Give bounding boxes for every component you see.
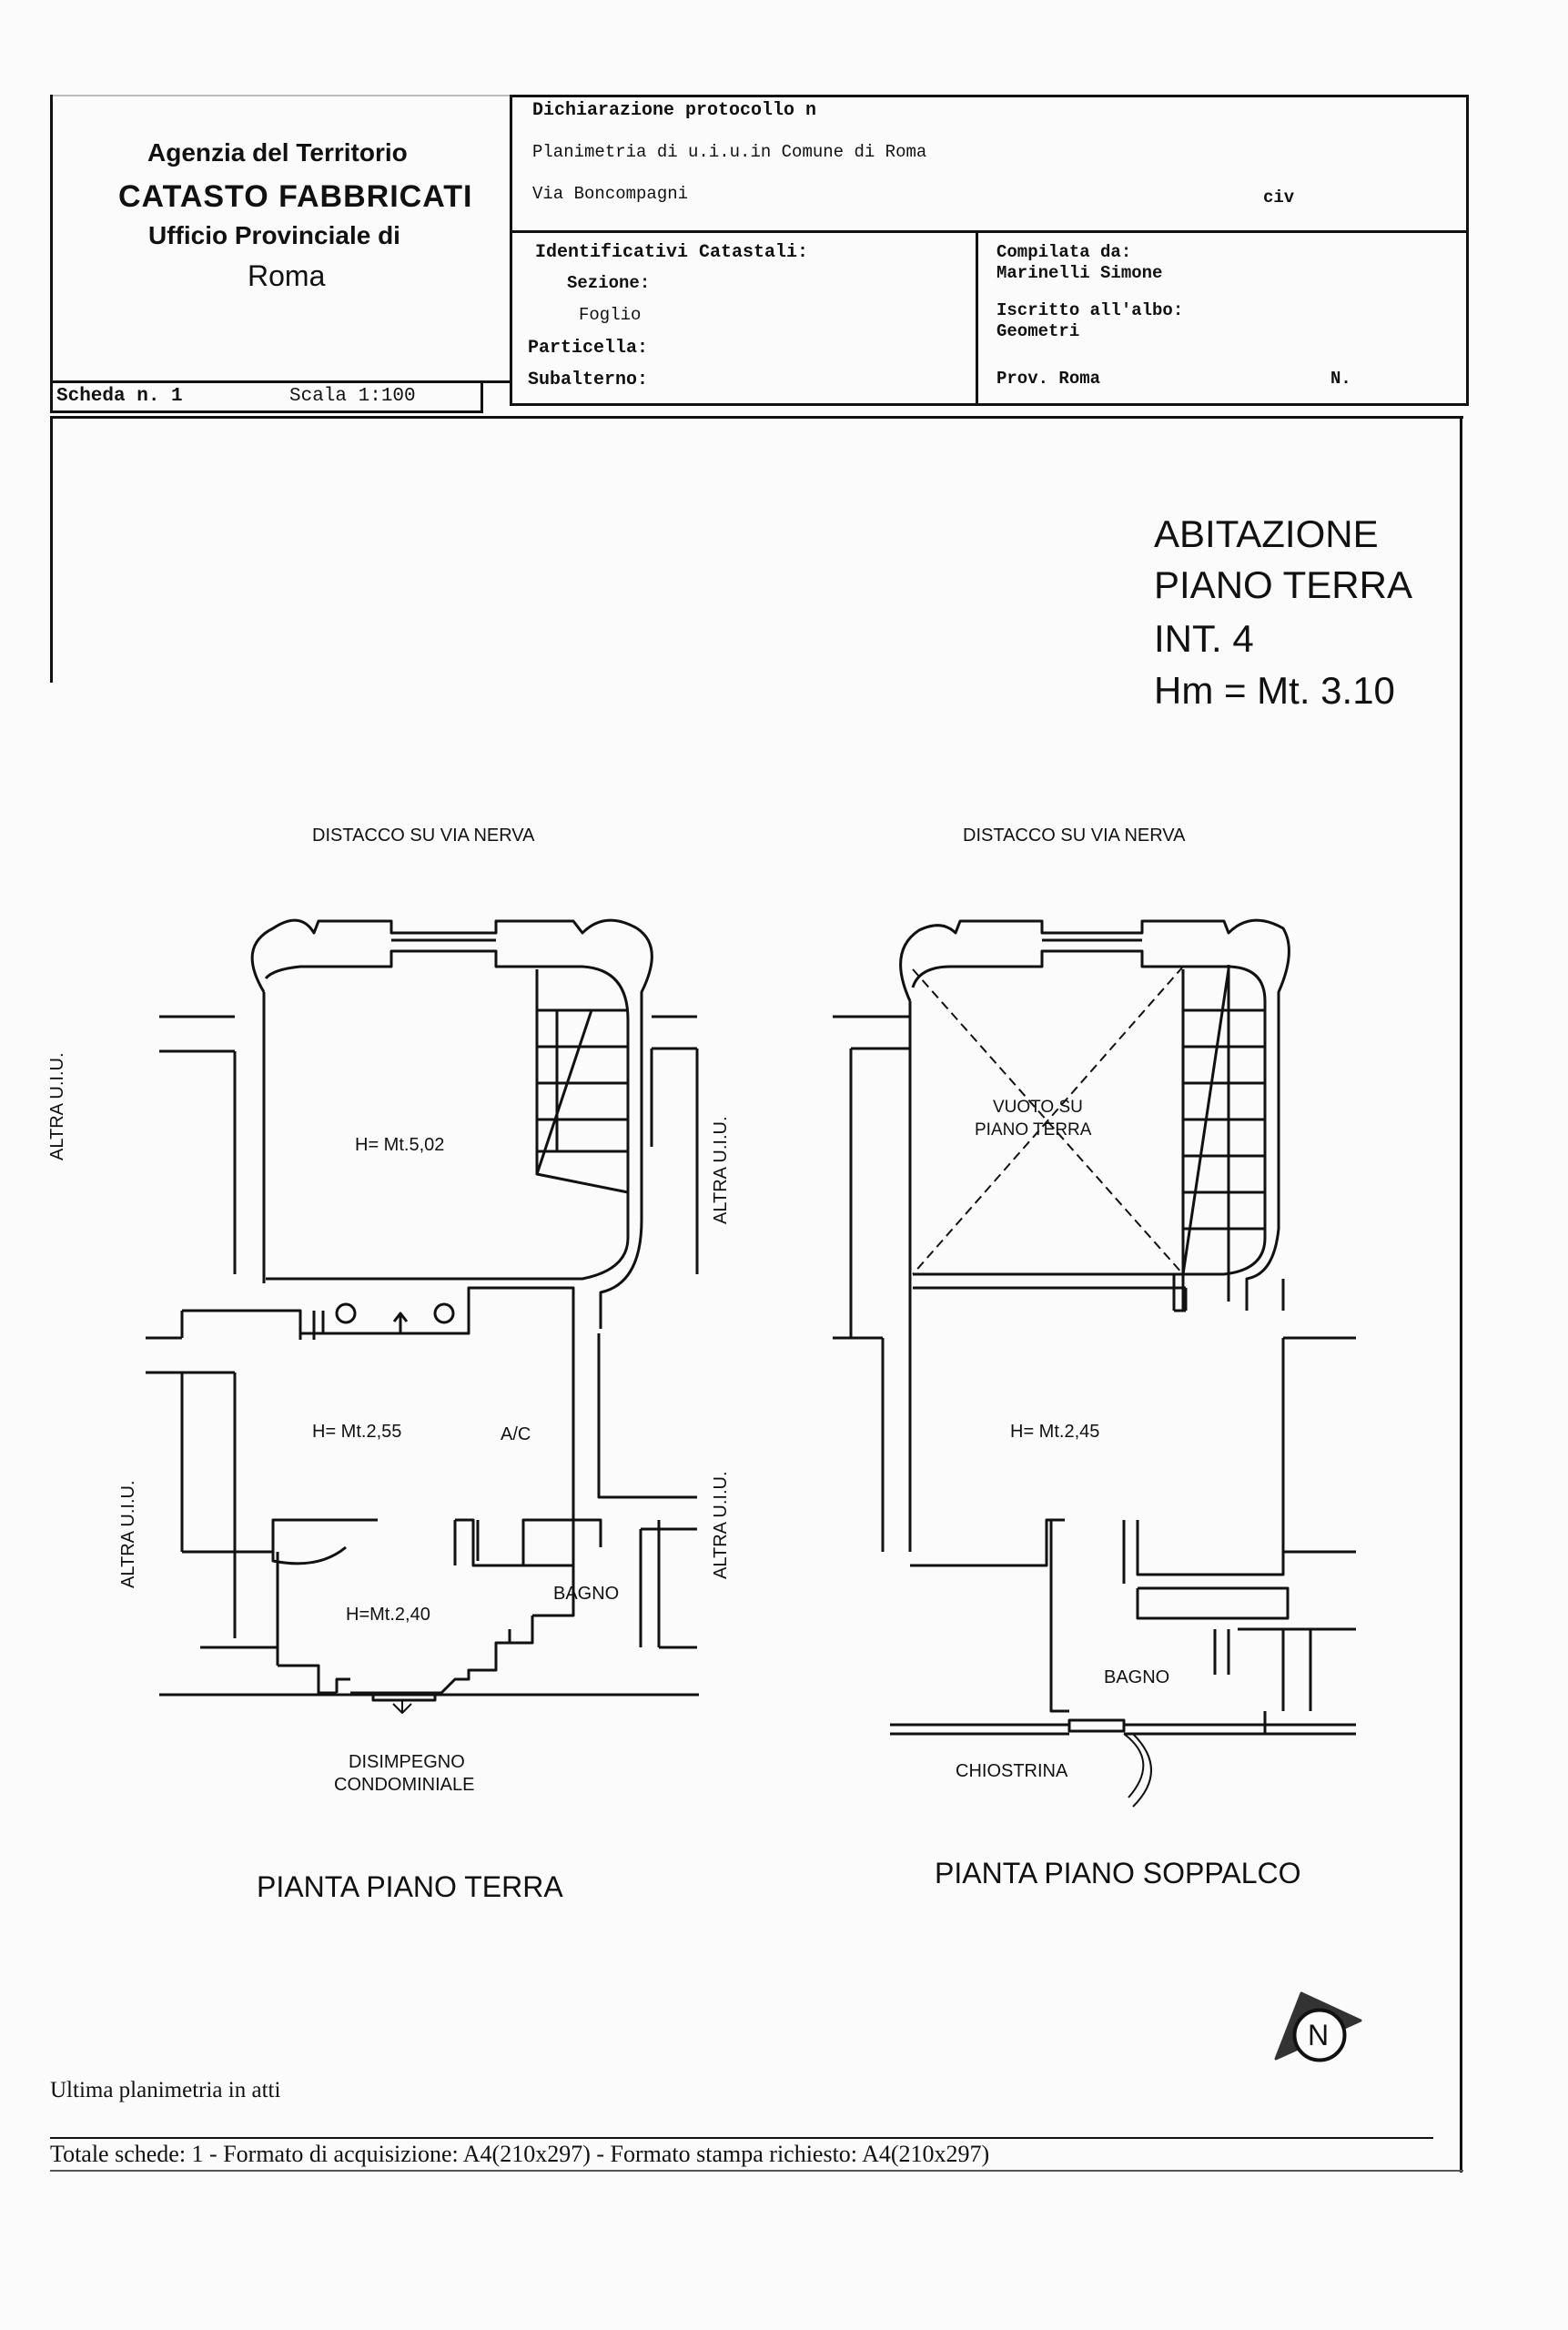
left-bagno-label: BAGNO	[553, 1584, 620, 1604]
agency-name: Agenzia del Territorio	[147, 138, 408, 167]
left-bottom-label-1: DISIMPEGNO	[349, 1752, 465, 1772]
plan-mezzanine-drawing	[833, 918, 1356, 1808]
prov-label: Prov. Roma	[996, 369, 1101, 389]
left-room-height-1: H= Mt.5,02	[355, 1135, 445, 1155]
left-altra-uiu-bottom-right: ALTRA U.I.U.	[711, 1471, 731, 1579]
scheda-number: Scheda n. 1	[56, 386, 183, 407]
totale-schede: Totale schede: 1 - Formato di acquisizio…	[50, 2141, 990, 2167]
left-altra-uiu-bottom-left: ALTRA U.I.U.	[118, 1480, 138, 1588]
left-altra-uiu-top-left: ALTRA U.I.U.	[47, 1052, 67, 1160]
left-plan-title: PIANTA PIANO TERRA	[257, 1870, 563, 1903]
right-plan-title: PIANTA PIANO SOPPALCO	[935, 1857, 1301, 1889]
n-label: N.	[1330, 369, 1351, 389]
unit-height: Hm = Mt. 3.10	[1154, 669, 1395, 712]
ufficio-label: Ufficio Provinciale di	[148, 221, 400, 249]
catasto-title: CATASTO FABBRICATI	[118, 179, 473, 214]
right-vuoto-label-2: PIANO TERRA	[975, 1120, 1092, 1140]
scala-label: Scala 1:100	[289, 386, 416, 407]
info-box	[510, 95, 1469, 406]
planimetria-label: Planimetria di u.i.u.in Comune di Roma	[532, 142, 927, 162]
right-bagno-label: BAGNO	[1104, 1667, 1170, 1687]
identificativi-label: Identificativi Catastali:	[535, 242, 809, 263]
subalterno-label: Subalterno:	[528, 370, 649, 390]
foglio-label: Foglio	[579, 305, 642, 325]
iscritto-label: Iscritto all'albo:	[996, 300, 1184, 320]
left-altra-uiu-top-right: ALTRA U.I.U.	[711, 1116, 731, 1224]
ultima-planimetria: Ultima planimetria in atti	[50, 2078, 281, 2102]
left-top-street-label: DISTACCO SU VIA NERVA	[312, 826, 535, 846]
albo-value: Geometri	[996, 321, 1080, 341]
compilatore-name: Marinelli Simone	[996, 263, 1163, 283]
right-vuoto-label-1: VUOTO SU	[993, 1098, 1083, 1117]
left-room-height-2: H= Mt.2,55	[312, 1422, 402, 1442]
compilata-label: Compilata da:	[996, 242, 1132, 262]
compass-drawing	[1274, 1991, 1362, 2062]
civ-label: civ	[1263, 187, 1295, 208]
left-ac-label: A/C	[501, 1424, 531, 1444]
unit-floor: PIANO TERRA	[1154, 563, 1412, 606]
sezione-label: Sezione:	[567, 273, 651, 293]
compass-north-letter: N	[1308, 2019, 1330, 2051]
particella-label: Particella:	[528, 338, 649, 359]
dichiarazione-label: Dichiarazione protocollo n	[532, 100, 817, 121]
unit-interno: INT. 4	[1154, 617, 1254, 660]
unit-type: ABITAZIONE	[1154, 512, 1379, 555]
left-room-height-3: H=Mt.2,40	[346, 1605, 430, 1625]
scheda-box	[50, 380, 483, 413]
right-chiostrina-label: CHIOSTRINA	[956, 1761, 1068, 1781]
right-top-street-label: DISTACCO SU VIA NERVA	[963, 826, 1186, 846]
city-label: Roma	[248, 259, 326, 292]
plan-ground-floor-drawing	[146, 918, 699, 1714]
right-room-height-1: H= Mt.2,45	[1010, 1422, 1100, 1442]
via-label: Via Boncompagni	[532, 184, 689, 204]
left-bottom-label-2: CONDOMINIALE	[334, 1775, 475, 1795]
